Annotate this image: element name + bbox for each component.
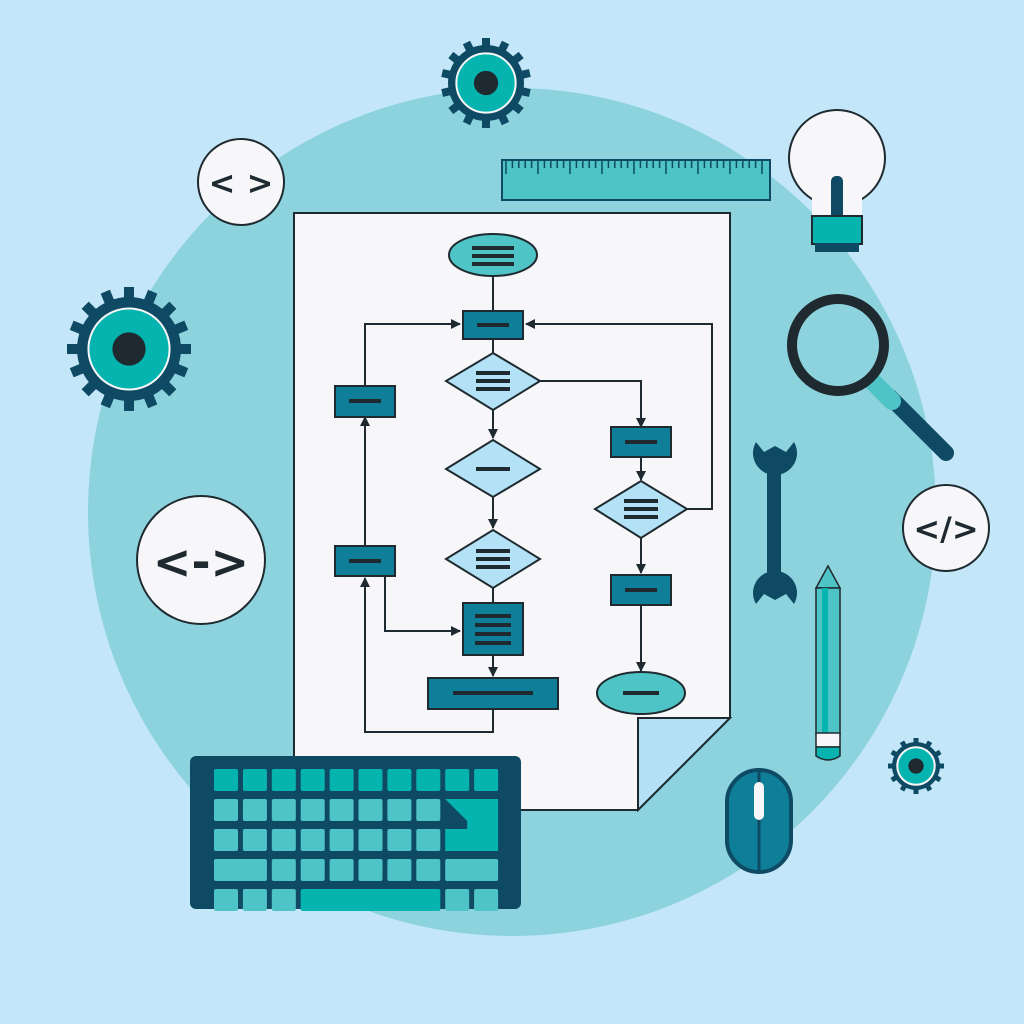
code-badge-angle-text: < > <box>209 164 274 202</box>
flowchart-start-node <box>448 233 538 277</box>
flowchart-decision-node <box>444 351 542 412</box>
gear-icon <box>67 287 191 411</box>
flowchart-connectors <box>360 276 713 733</box>
flowchart-process-node <box>334 385 396 418</box>
flowchart-end-node <box>596 671 686 715</box>
gear-icon <box>441 38 531 128</box>
flowchart-process-node <box>427 677 559 710</box>
code-badge-close-tag-text: </> <box>913 510 978 548</box>
flowchart-process-node <box>610 426 672 458</box>
magnifier-icon <box>787 294 954 461</box>
flowchart-process-node <box>462 602 524 656</box>
flowchart-process-node <box>334 545 396 577</box>
wrench-icon <box>753 442 797 604</box>
paper-fold <box>637 717 733 813</box>
flowchart-process-node <box>462 310 524 340</box>
ruler-icon <box>501 159 771 201</box>
pencil-icon <box>814 564 842 761</box>
gear-icon <box>888 738 944 794</box>
flowchart-process-node <box>610 574 672 606</box>
light-bulb-icon <box>788 109 886 252</box>
flowchart-decision-node <box>444 438 542 499</box>
code-badge-arrow-text: <-> <box>153 535 249 589</box>
mouse-icon <box>725 768 793 874</box>
flowchart-document <box>293 212 733 813</box>
flowchart-decision-node <box>444 528 542 590</box>
flowchart-decision-node <box>593 479 689 540</box>
code-badge-angle: < > <box>197 138 285 226</box>
code-badge-close-tag: </> <box>902 484 990 572</box>
keyboard-icon <box>190 756 521 911</box>
code-badge-arrow: <-> <box>136 495 266 625</box>
